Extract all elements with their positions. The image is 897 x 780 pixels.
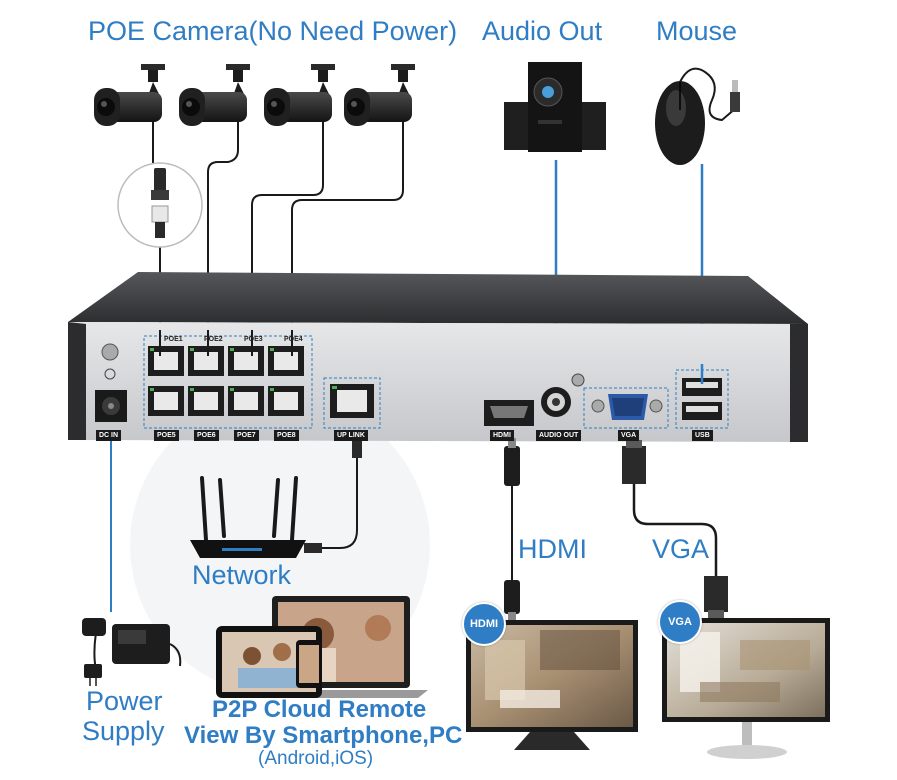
p2p-label-line3: (Android,iOS) bbox=[258, 748, 374, 769]
uplink-port bbox=[330, 384, 374, 418]
vga-label: VGA bbox=[652, 534, 710, 564]
camera-4 bbox=[344, 64, 415, 126]
speaker-icon bbox=[504, 62, 606, 152]
p2p-label-line2: View By Smartphone,PC bbox=[184, 722, 463, 749]
network-cable bbox=[304, 440, 362, 553]
power-adapter-icon bbox=[82, 618, 182, 686]
camera-1 bbox=[94, 64, 165, 126]
vga-port bbox=[591, 394, 663, 420]
port-label-poe7: POE7 bbox=[234, 430, 259, 441]
router-icon bbox=[190, 476, 306, 558]
rj45-zoom-circle bbox=[117, 162, 203, 248]
port-label-hdmi: HDMI bbox=[490, 430, 514, 441]
mouse-icon bbox=[655, 67, 740, 165]
poe-ports-top bbox=[148, 346, 304, 376]
camera-2 bbox=[179, 64, 250, 126]
port-label-poe3: POE3 bbox=[244, 336, 263, 343]
port-label-usb: USB bbox=[692, 430, 713, 441]
power-supply-label-line2: Supply bbox=[82, 716, 165, 746]
port-label-poe5: POE5 bbox=[154, 430, 179, 441]
vga-cable bbox=[622, 440, 728, 618]
port-label-vga: VGA bbox=[618, 430, 640, 441]
audio-out-port bbox=[541, 373, 585, 417]
port-label-poe8: POE8 bbox=[274, 430, 299, 441]
p2p-label-line1: P2P Cloud Remote bbox=[212, 696, 427, 723]
mouse-label: Mouse bbox=[656, 16, 738, 46]
phone-icon bbox=[296, 640, 322, 688]
uplink-block bbox=[323, 377, 381, 429]
port-label-uplink: UP LINK bbox=[334, 430, 368, 441]
port-label-dc-in: DC IN bbox=[96, 430, 122, 441]
hdmi-label: HDMI bbox=[518, 534, 587, 564]
port-label-poe6: POE6 bbox=[194, 430, 219, 441]
hdmi-cable bbox=[504, 438, 520, 622]
vga-block bbox=[583, 387, 669, 429]
poe-camera-label: POE Camera(No Need Power) bbox=[88, 16, 458, 46]
port-label-poe1: POE1 bbox=[164, 336, 183, 343]
dc-in-port bbox=[95, 390, 127, 422]
audio-out-label: Audio Out bbox=[482, 16, 603, 46]
port-label-poe4: POE4 bbox=[284, 336, 303, 343]
usb-ports bbox=[682, 378, 722, 420]
port-label-poe2: POE2 bbox=[204, 336, 223, 343]
hdmi-monitor bbox=[466, 620, 638, 750]
ground-screw bbox=[101, 343, 119, 380]
camera-3 bbox=[264, 64, 335, 126]
power-supply-label-line1: Power bbox=[86, 686, 163, 716]
network-label: Network bbox=[192, 560, 292, 590]
port-leds bbox=[150, 348, 274, 391]
vga-badge: VGA bbox=[658, 600, 702, 644]
port-label-audio-out: AUDIO OUT bbox=[536, 430, 582, 441]
hdmi-port bbox=[484, 400, 534, 426]
poe-port-cable-ends bbox=[159, 330, 293, 356]
hdmi-badge: HDMI bbox=[462, 602, 506, 646]
